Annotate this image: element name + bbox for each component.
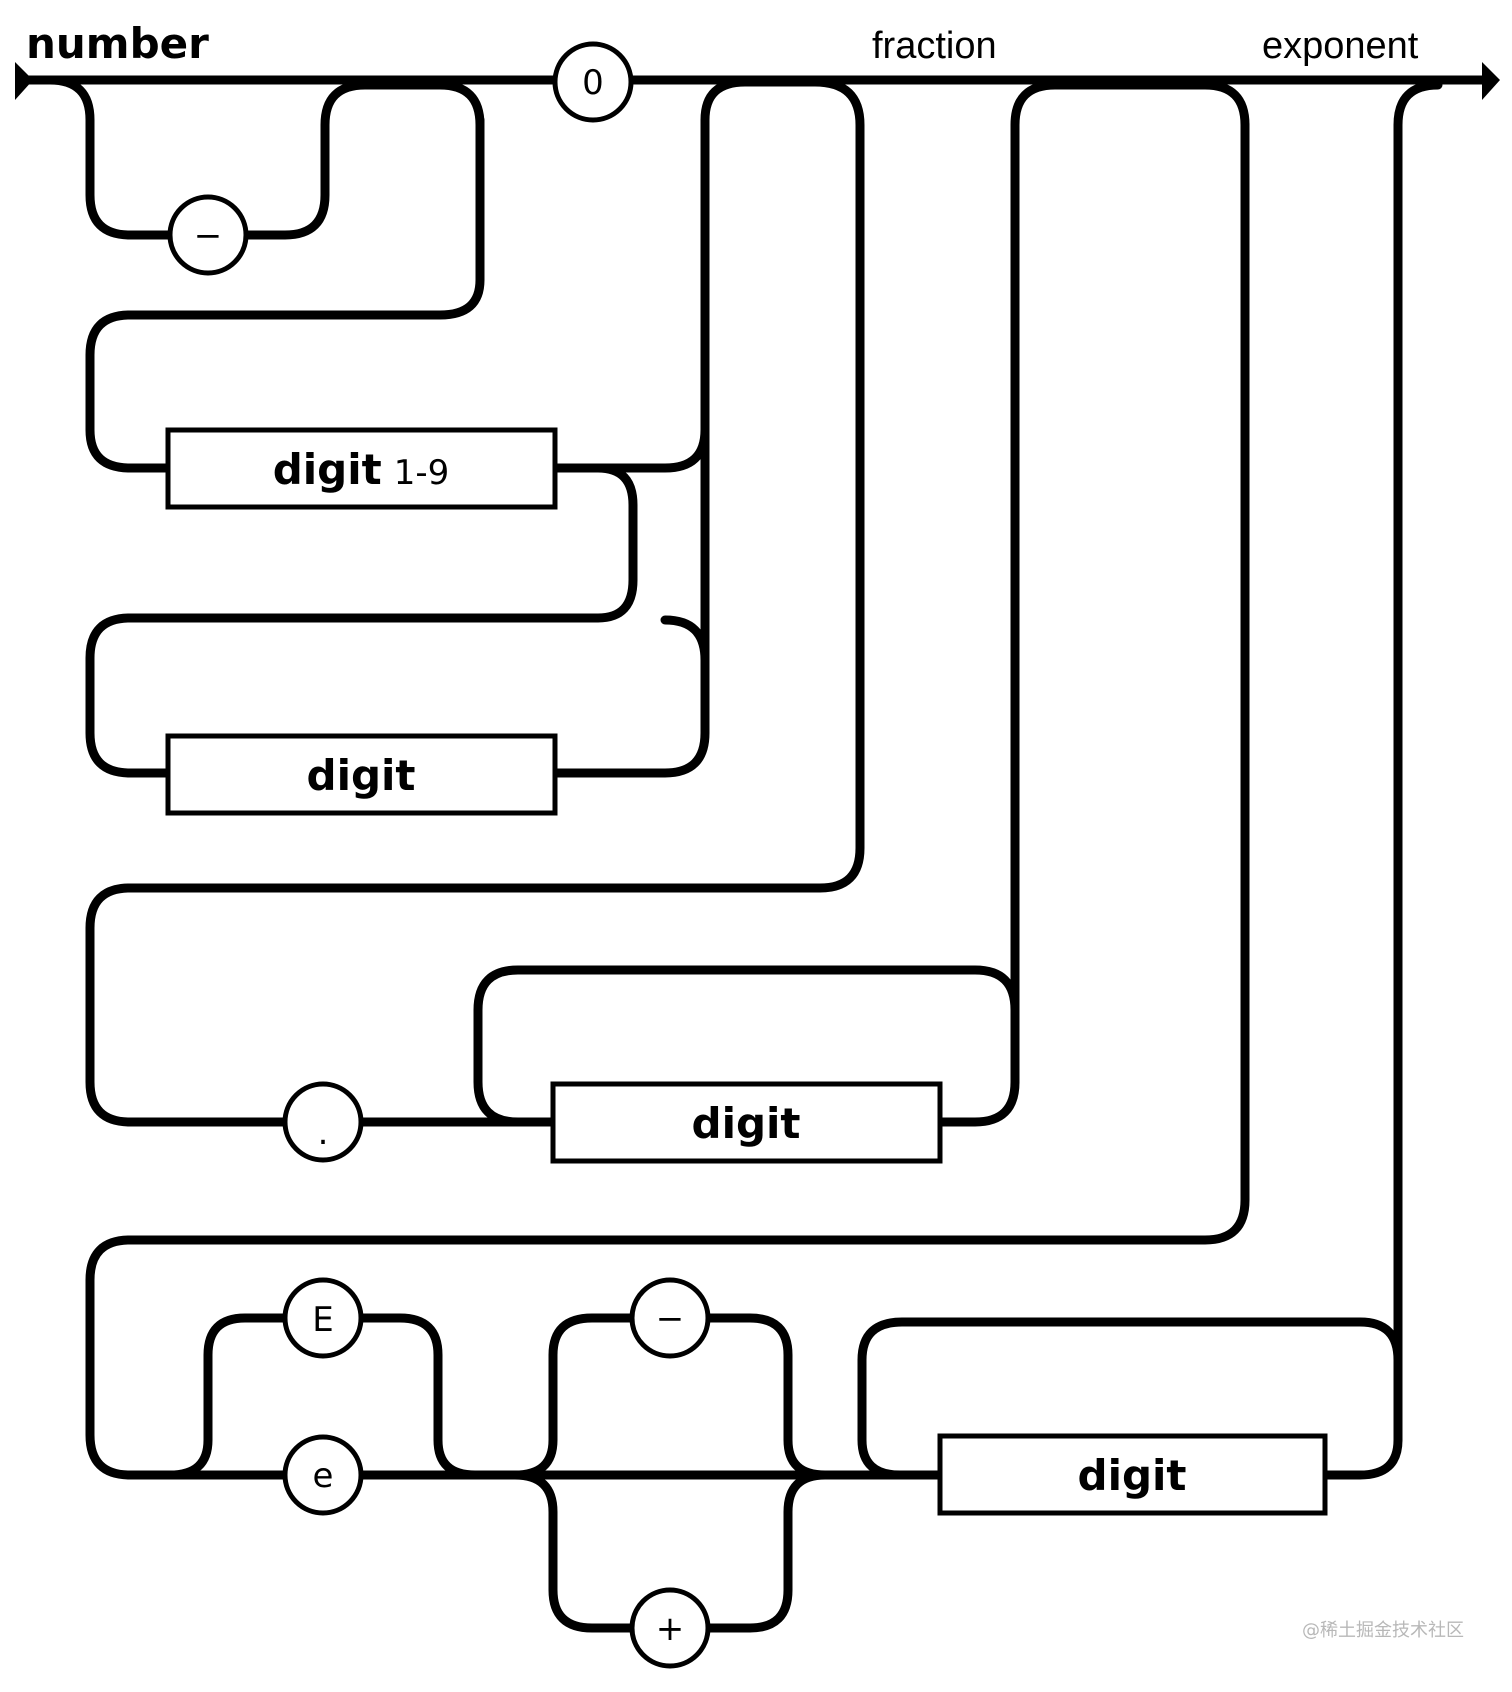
terminal-exp-lower: e bbox=[282, 1434, 364, 1516]
svg-text:+: + bbox=[656, 1609, 685, 1649]
nonterminal-fraction-digit: digit bbox=[550, 1081, 943, 1164]
svg-text:E: E bbox=[312, 1300, 333, 1340]
exponent-tracks bbox=[85, 80, 1443, 1633]
nonterminal-integer-digit: digit bbox=[165, 733, 558, 816]
integer-tracks bbox=[85, 77, 750, 778]
terminal-zero: 0 bbox=[552, 41, 634, 123]
svg-text:−: − bbox=[194, 216, 223, 256]
svg-text:digit 1-9: digit 1-9 bbox=[273, 445, 450, 494]
terminal-decimal-point: . bbox=[282, 1081, 364, 1163]
svg-text:digit: digit bbox=[692, 1099, 801, 1148]
terminal-exp-minus: − bbox=[629, 1277, 711, 1359]
svg-text:digit: digit bbox=[307, 751, 416, 800]
exponent-label: exponent bbox=[1262, 25, 1419, 67]
diagram-title: number bbox=[26, 19, 209, 68]
svg-text:.: . bbox=[318, 1113, 329, 1153]
terminal-exp-plus: + bbox=[629, 1587, 711, 1669]
fraction-label: fraction bbox=[872, 25, 997, 67]
end-arrow bbox=[1482, 62, 1500, 100]
fraction-tracks bbox=[85, 77, 1250, 1127]
svg-text:−: − bbox=[656, 1299, 685, 1339]
nonterminal-exponent-digit: digit bbox=[937, 1433, 1328, 1516]
nonterminal-digit-1-9: digit 1-9 bbox=[165, 427, 558, 510]
start-arrow bbox=[15, 62, 33, 100]
watermark-text: @稀土掘金技术社区 bbox=[1302, 1620, 1464, 1641]
svg-text:0: 0 bbox=[582, 63, 604, 103]
svg-text:e: e bbox=[313, 1456, 334, 1496]
svg-text:digit: digit bbox=[1078, 1451, 1187, 1500]
terminal-exp-upper: E bbox=[282, 1277, 364, 1359]
terminal-minus: − bbox=[167, 194, 249, 276]
minus-branch bbox=[25, 75, 485, 240]
